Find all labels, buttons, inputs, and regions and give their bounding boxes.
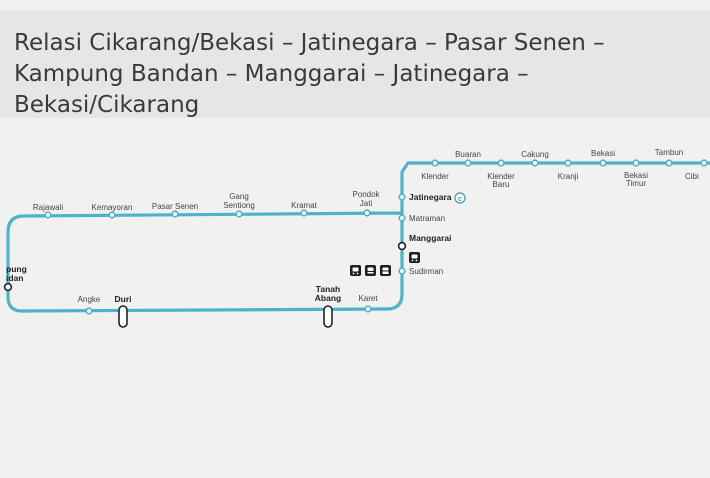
train-transfer-icon	[350, 265, 361, 276]
label-bekasi-timur-2: Timur	[626, 179, 646, 188]
label-tanah-abang-2: Abang	[315, 293, 341, 303]
label-pondok-jati-1: Pondok	[352, 190, 380, 199]
interchange-capsule-duri	[118, 305, 128, 328]
label-bekasi-timur-1: Bekasi	[624, 171, 648, 180]
label-pasar-senen: Pasar Senen	[152, 202, 198, 211]
title-line-3: Bekasi/Cikarang	[14, 92, 200, 118]
label-cakung: Cakung	[521, 150, 549, 159]
station-dot-sudirman	[398, 267, 406, 275]
label-kranji: Kranji	[558, 172, 579, 181]
label-rajawali: Rajawali	[33, 203, 63, 212]
station-dot-cibitung	[700, 159, 708, 167]
station-labels: Rajawali Kemayoran Pasar Senen Gang Sent…	[6, 148, 699, 304]
station-dot-bekasi	[599, 159, 607, 167]
label-kemayoran: Kemayoran	[92, 203, 133, 212]
brt-transfer-icon	[380, 265, 391, 276]
station-dot-manggarai	[397, 241, 407, 251]
station-dot-klender	[431, 159, 439, 167]
station-dot-matraman	[398, 214, 406, 222]
station-dot-cakung	[531, 159, 539, 167]
bus-transfer-icon	[365, 265, 376, 276]
station-dot-kramat	[300, 209, 308, 217]
label-kampung-bandan-1: pung	[6, 264, 27, 274]
header-banner: Relasi Cikarang/Bekasi – Jatinegara – Pa…	[0, 10, 710, 118]
station-dot-kemayoran	[108, 211, 116, 219]
label-cibitung: Cibi	[685, 172, 699, 181]
station-dot-gang-sentiong	[235, 210, 243, 218]
tanah-abang-transfer-icons	[350, 265, 391, 276]
label-pondok-jati-2: Jati	[360, 199, 373, 208]
label-kramat: Kramat	[291, 201, 318, 210]
station-dot-karet	[364, 305, 372, 313]
station-dot-rajawali	[44, 211, 52, 219]
svg-text:c: c	[458, 196, 462, 203]
label-buaran: Buaran	[455, 150, 481, 159]
train-transfer-icon	[409, 252, 420, 263]
label-manggarai: Manggarai	[409, 233, 452, 243]
label-bekasi: Bekasi	[591, 149, 615, 158]
label-gang-sentiong-1: Gang	[229, 192, 249, 201]
label-matraman: Matraman	[409, 214, 445, 223]
label-angke: Angke	[78, 295, 101, 304]
station-dots	[44, 159, 708, 315]
label-tanah-abang-1: Tanah	[316, 284, 340, 294]
route-line	[6, 161, 710, 313]
station-dot-kranji	[564, 159, 572, 167]
label-jatinegara: Jatinegara	[409, 192, 452, 202]
station-dot-klender-baru	[497, 159, 505, 167]
station-dot-pasar-senen	[171, 210, 179, 218]
station-dot-kampung-bandan	[3, 282, 13, 292]
interchange-capsule-tanah-abang	[323, 305, 333, 328]
station-dot-angke	[85, 307, 93, 315]
c-transfer-icon: c	[454, 192, 466, 204]
label-sudirman: Sudirman	[409, 267, 443, 276]
title-line-2: Kampung Bandan – Manggarai – Jatinegara …	[14, 61, 529, 87]
label-klender-baru-1: Klender	[487, 172, 515, 181]
label-tambun: Tambun	[655, 148, 683, 157]
station-dot-bekasi-timur	[632, 159, 640, 167]
label-karet: Karet	[358, 294, 378, 303]
label-klender-baru-2: Baru	[493, 180, 510, 189]
station-dot-pondok-jati	[363, 209, 371, 217]
station-dot-buaran	[464, 159, 472, 167]
label-klender: Klender	[421, 172, 449, 181]
title-line-1: Relasi Cikarang/Bekasi – Jatinegara – Pa…	[14, 30, 605, 56]
station-dot-tambun	[665, 159, 673, 167]
label-gang-sentiong-2: Sentiong	[223, 201, 255, 210]
station-dot-jatinegara	[398, 193, 406, 201]
label-duri: Duri	[115, 294, 132, 304]
page-title: Relasi Cikarang/Bekasi – Jatinegara – Pa…	[14, 28, 694, 121]
label-kampung-bandan-2: idan	[6, 273, 23, 283]
